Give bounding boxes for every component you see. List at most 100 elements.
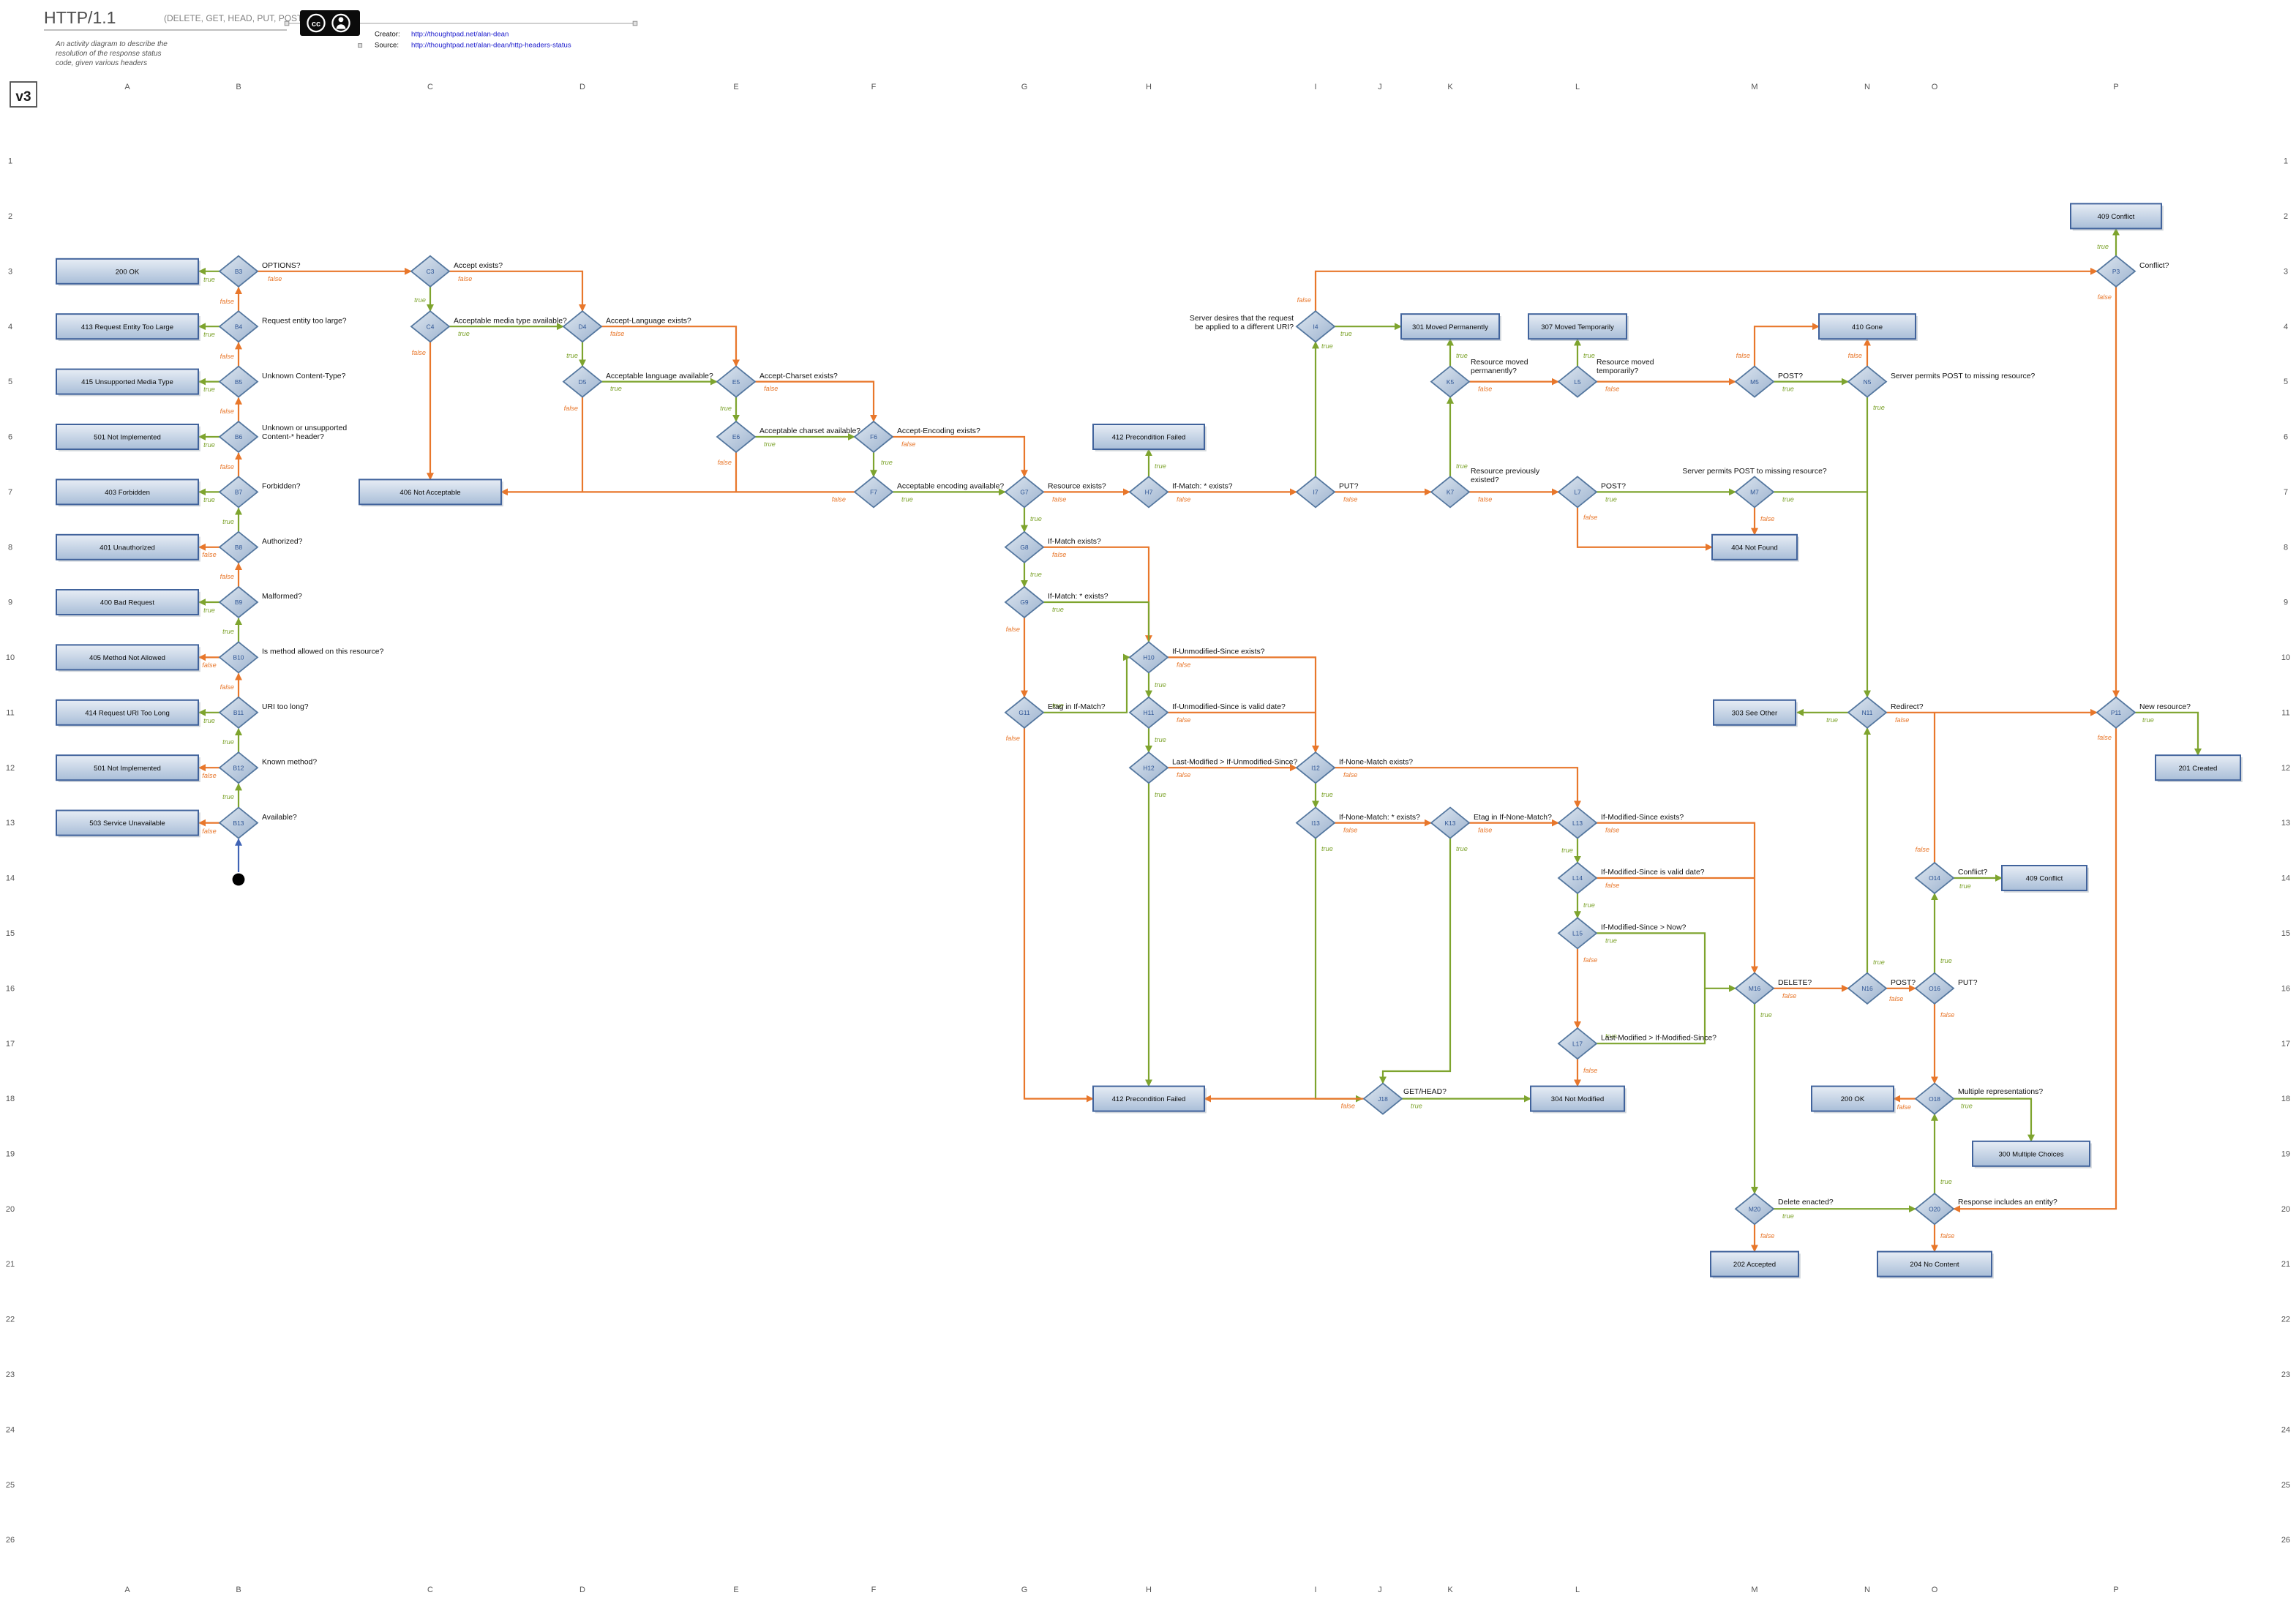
status-box-label: 304 Not Modified — [1551, 1095, 1605, 1103]
edge-label-true: true — [222, 628, 234, 635]
decision-question: Conflict? — [2139, 262, 2169, 270]
decision-question: DELETE? — [1778, 979, 1812, 987]
source-url[interactable]: http://thoughtpad.net/alan-dean/http-hea… — [411, 42, 571, 50]
grid-row-number: 14 — [6, 874, 15, 883]
status-box-shape — [359, 479, 502, 506]
edge-label-true: true — [764, 440, 776, 448]
decision-shape — [1295, 806, 1336, 839]
cc-person-circle-icon — [331, 13, 350, 33]
decision-shape — [1128, 696, 1169, 729]
status-box-shape — [56, 589, 199, 615]
decision-question: Conflict? — [1958, 869, 1988, 877]
decision-id: B5 — [235, 378, 243, 386]
grid-row-number: 7 — [8, 488, 12, 497]
edge-label-true: true — [1155, 791, 1166, 798]
edge-label-false: false — [1605, 386, 1619, 393]
decision-b4: B4 — [218, 310, 259, 343]
edge-label-true: true — [1030, 571, 1042, 578]
creator-link[interactable]: http://thoughtpad.net/alan-dean — [411, 31, 509, 39]
grid-row-number: 20 — [2281, 1205, 2290, 1214]
decision-g7: G7 — [1004, 476, 1045, 509]
status-box-414: 414 Request URI Too Long — [56, 699, 200, 727]
decision-question: Last-Modified > If-Unmodified-Since? — [1172, 758, 1297, 766]
decision-shape — [1734, 972, 1775, 1005]
decision-m5: M5 — [1734, 365, 1775, 398]
edge-label-false: false — [1940, 1232, 1954, 1239]
status-box-label: 409 Conflict — [2026, 875, 2063, 883]
decision-g11: G11 — [1004, 696, 1045, 729]
decision-i12: I12 — [1295, 751, 1336, 784]
edge-label-false: false — [1889, 995, 1903, 1002]
decision-shape — [1128, 751, 1169, 784]
edge-label-true: true — [203, 331, 215, 338]
edge-label-false: false — [1478, 827, 1492, 834]
grid-row-number: 15 — [2281, 929, 2290, 938]
decision-id: H10 — [1143, 654, 1155, 661]
grid-row-number: 26 — [2281, 1536, 2290, 1545]
decision-f7: F7 — [853, 476, 894, 509]
decision-id: B12 — [233, 764, 244, 771]
decision-question: Accept-Charset exists? — [759, 372, 838, 380]
grid-row-number: 6 — [2284, 433, 2288, 442]
edge-label-false: false — [2098, 293, 2112, 301]
status-box-label: 406 Not Acceptable — [399, 489, 460, 497]
grid-column-letter: J — [1378, 1586, 1382, 1594]
grid-row-number: 11 — [2281, 708, 2289, 717]
decision-id: B4 — [235, 323, 243, 330]
decision-question: If-Match exists? — [1048, 538, 1101, 546]
status-box-label: 409 Conflict — [2098, 213, 2135, 221]
decision-question: Resource moved — [1471, 359, 1528, 367]
grid-column-letter: K — [1447, 83, 1453, 91]
edge-label-true: true — [1782, 1212, 1794, 1220]
status-box-label: 204 No Content — [1910, 1261, 1959, 1269]
status-box-304: 304 Not Modified — [1530, 1085, 1627, 1114]
cc-person-body-icon — [336, 24, 346, 29]
decision-o16: O16 — [1914, 972, 1955, 1005]
grid-row-number: 7 — [2284, 488, 2288, 497]
status-box-404: 404 Not Found — [1711, 533, 1799, 562]
decision-b6: B6 — [218, 420, 259, 454]
decision-id: M20 — [1749, 1205, 1761, 1212]
decision-b5: B5 — [218, 365, 259, 398]
edge-label-false: false — [1895, 716, 1909, 724]
source-link[interactable]: http://thoughtpad.net/alan-dean/http-hea… — [411, 42, 571, 50]
decision-question: Server desires that the request — [1190, 315, 1294, 323]
edge-label-false: false — [1341, 1103, 1355, 1110]
grid-column-letter: P — [2113, 83, 2118, 91]
creator-url[interactable]: http://thoughtpad.net/alan-dean — [411, 31, 509, 39]
edge-label-false: false — [1052, 551, 1066, 558]
decision-b10: B10 — [218, 641, 259, 674]
decision-b7: B7 — [218, 476, 259, 509]
grid-row-number: 22 — [6, 1316, 15, 1324]
decision-shape — [218, 365, 259, 398]
decision-id: D4 — [579, 323, 587, 330]
edge-label-false: false — [1782, 992, 1796, 999]
edge-label-true: true — [1321, 342, 1333, 350]
decision-question: be applied to a different URI? — [1195, 323, 1294, 331]
decision-k5: K5 — [1430, 365, 1471, 398]
grid-row-number: 20 — [6, 1205, 15, 1214]
edge-c3-d4 — [449, 270, 586, 312]
status-box-label: 201 Created — [2179, 765, 2218, 773]
status-box-413: 413 Request Entity Too Large — [56, 313, 200, 341]
edge-label-true: true — [1456, 462, 1468, 470]
edge-label-false: false — [1897, 1103, 1911, 1111]
decision-l14: L14 — [1557, 861, 1598, 895]
decision-shape — [1295, 310, 1336, 343]
decision-shape — [1847, 365, 1888, 398]
status-box-shape — [56, 479, 199, 506]
decision-n11: N11 — [1847, 696, 1888, 729]
decision-m16: M16 — [1734, 972, 1775, 1005]
decision-h7: H7 — [1128, 476, 1169, 509]
edge-label-true: true — [1155, 462, 1166, 470]
grid-row-number: 23 — [2281, 1370, 2290, 1379]
decision-question: Authorized? — [262, 538, 303, 546]
grid-row-number: 25 — [2281, 1481, 2290, 1490]
decision-shape — [218, 530, 259, 563]
status-box-shape — [2155, 754, 2241, 781]
grid-row-number: 24 — [2281, 1425, 2290, 1434]
edge-label-false: false — [1478, 386, 1492, 393]
decision-shape — [1430, 476, 1471, 509]
decision-id: F7 — [870, 489, 877, 496]
